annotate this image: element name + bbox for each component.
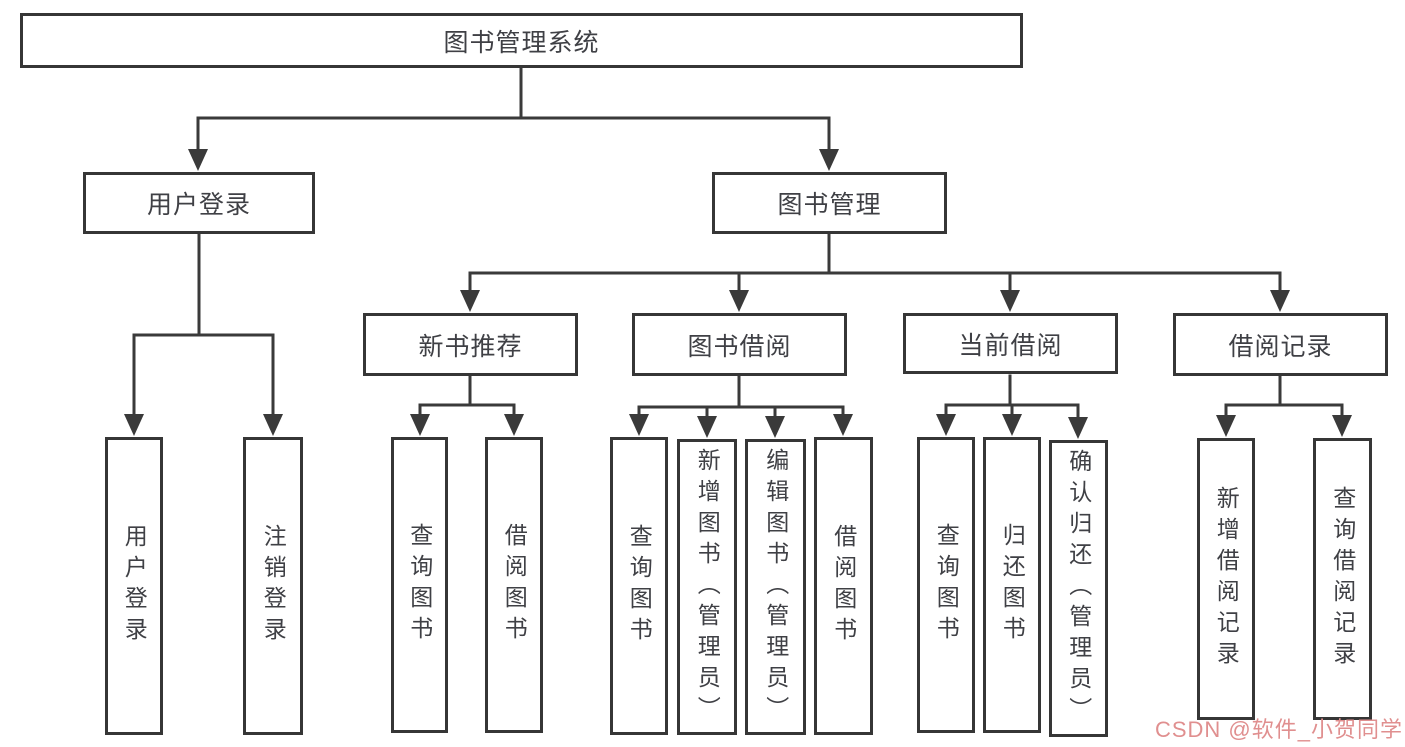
- node-label: 新书推荐: [418, 332, 523, 361]
- node-label: 图书管理系统: [443, 28, 600, 57]
- arrowheads: [124, 149, 1352, 439]
- node-label: 确认归还（管理员）: [1065, 449, 1092, 728]
- node-label: 归还图书: [999, 523, 1026, 647]
- node-label: 查询借阅记录: [1329, 486, 1356, 672]
- node-label: 用户登录: [146, 191, 251, 219]
- node-label: 图书管理: [777, 191, 882, 219]
- node-leaf-confirm-return-admin: 确认归还（管理员）: [1049, 440, 1108, 737]
- node-label: 用户登录: [121, 524, 148, 648]
- node-current-borrowing: 当前借阅: [903, 313, 1118, 374]
- node-label: 图书借阅: [687, 332, 792, 361]
- node-book-borrowing: 图书借阅: [632, 313, 847, 376]
- node-label: 借阅记录: [1228, 332, 1333, 361]
- node-leaf-borrow-book-2: 借阅图书: [814, 437, 873, 735]
- node-leaf-query-borrow-record: 查询借阅记录: [1313, 438, 1372, 720]
- node-label: 借阅图书: [501, 523, 528, 647]
- node-leaf-query-book-1: 查询图书: [391, 437, 448, 733]
- node-leaf-borrow-book-1: 借阅图书: [485, 437, 543, 733]
- node-label: 注销登录: [260, 524, 287, 648]
- node-leaf-query-book-2: 查询图书: [610, 437, 668, 735]
- node-book-management: 图书管理: [712, 172, 947, 234]
- node-leaf-edit-book-admin: 编辑图书（管理员）: [745, 439, 806, 735]
- node-label: 当前借阅: [958, 331, 1063, 360]
- csdn-watermark: CSDN @软件_小贺同学: [1154, 717, 1403, 742]
- node-label: 查询图书: [406, 523, 433, 647]
- node-leaf-query-book-3: 查询图书: [917, 437, 975, 733]
- node-library-management-system: 图书管理系统: [20, 13, 1023, 68]
- node-label: 查询图书: [626, 524, 653, 648]
- node-borrowing-records: 借阅记录: [1173, 313, 1388, 376]
- node-leaf-add-borrow-record: 新增借阅记录: [1197, 438, 1255, 720]
- node-user-login: 用户登录: [83, 172, 315, 234]
- node-leaf-user-login: 用户登录: [105, 437, 163, 735]
- node-new-book-recommendation: 新书推荐: [363, 313, 578, 376]
- node-label: 新增图书（管理员）: [694, 447, 721, 727]
- node-label: 编辑图书（管理员）: [762, 447, 789, 727]
- node-label: 新增借阅记录: [1213, 486, 1240, 672]
- node-leaf-logout: 注销登录: [243, 437, 303, 735]
- node-leaf-return-book: 归还图书: [983, 437, 1041, 733]
- node-leaf-add-book-admin: 新增图书（管理员）: [677, 439, 737, 735]
- node-label: 借阅图书: [830, 524, 857, 648]
- node-label: 查询图书: [933, 523, 960, 647]
